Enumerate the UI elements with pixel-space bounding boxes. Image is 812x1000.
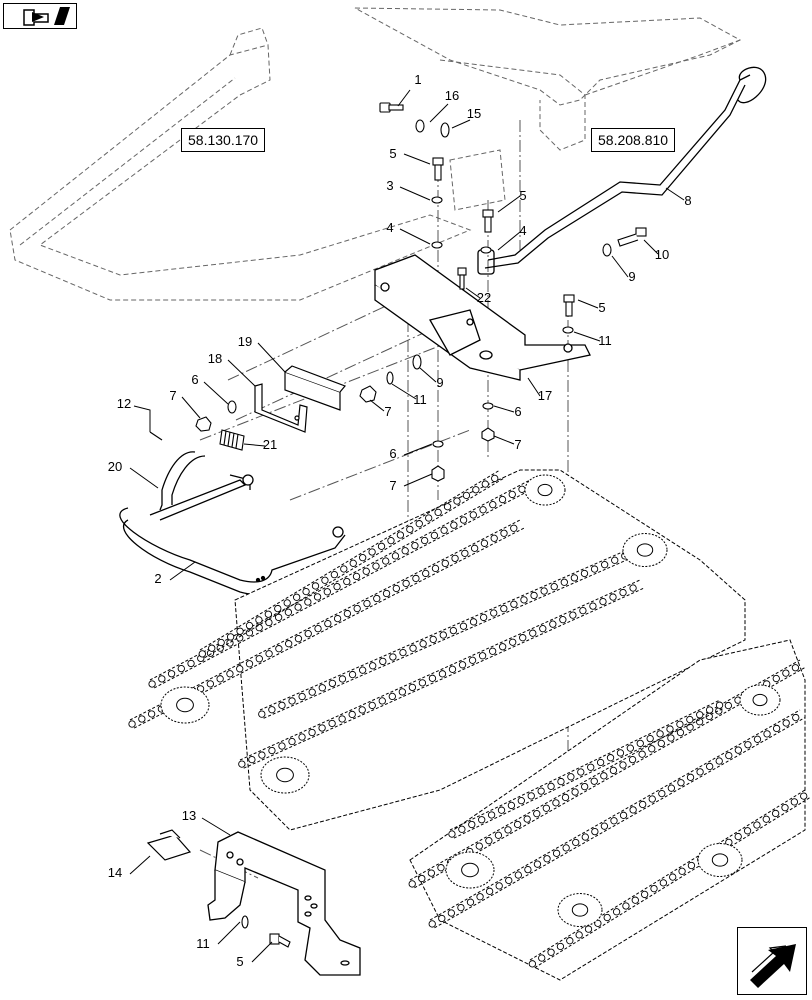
guard-13 (207, 831, 361, 976)
sprocket (160, 686, 210, 724)
previous-page-icon (23, 7, 70, 26)
reference-box-58-130-170[interactable]: 58.130.170 (181, 128, 266, 152)
sprocket (557, 893, 603, 927)
chain-strand (198, 469, 505, 659)
previous-page-button[interactable] (3, 3, 77, 29)
chain-strand (528, 789, 810, 969)
plate-19 (284, 365, 347, 411)
sprocket (524, 474, 566, 506)
chain-strand (238, 579, 644, 769)
sprocket (260, 756, 310, 794)
chain-strand (258, 539, 654, 719)
sprocket (622, 533, 668, 567)
bracket-18 (254, 383, 308, 433)
phantom-frame (9, 7, 742, 301)
next-page-icon (750, 944, 796, 988)
decal-14 (146, 829, 192, 861)
sprocket (697, 843, 743, 877)
sprocket (739, 684, 781, 716)
sprocket (445, 851, 495, 889)
chain-strand (428, 709, 805, 929)
chain-strand (448, 699, 725, 839)
hardware-parts (149, 102, 647, 948)
reference-box-58-208-810[interactable]: 58.208.810 (591, 128, 676, 152)
next-page-button[interactable] (737, 927, 807, 995)
spring-21 (219, 429, 245, 451)
mounting-bracket (374, 254, 591, 381)
chain-conveyor-assembly (128, 469, 810, 981)
conveyor-frame-right (409, 639, 806, 981)
